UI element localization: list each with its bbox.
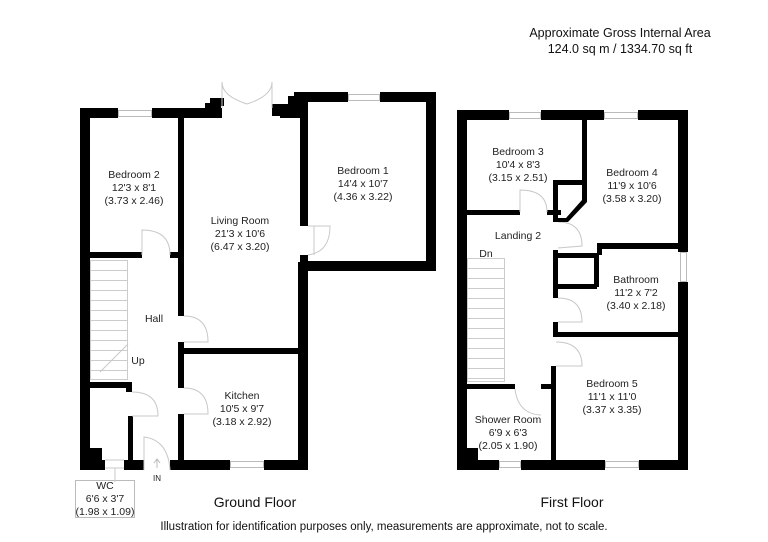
wall bbox=[553, 322, 558, 336]
room-label-bedroom-2: Bedroom 2 12'3 x 8'1 (3.73 x 2.46) bbox=[104, 169, 164, 207]
wall bbox=[210, 98, 224, 106]
room-label-wc: WC 6'6 x 3'7 (1.98 x 1.09) bbox=[75, 480, 135, 518]
wall bbox=[184, 348, 302, 354]
wall bbox=[678, 282, 688, 470]
wall bbox=[465, 210, 520, 215]
wall bbox=[126, 382, 132, 392]
wall bbox=[380, 92, 436, 102]
wall bbox=[87, 448, 102, 462]
room-label-kitchen: Kitchen 10'5 x 9'7 (3.18 x 2.92) bbox=[212, 390, 272, 428]
window bbox=[680, 252, 687, 282]
wall bbox=[426, 92, 436, 270]
room-label-landing-2: Landing 2 bbox=[494, 230, 542, 242]
wall bbox=[170, 252, 184, 258]
wall bbox=[465, 384, 515, 389]
wall bbox=[639, 460, 688, 470]
wall bbox=[205, 103, 221, 113]
wall bbox=[553, 284, 597, 289]
wall bbox=[178, 414, 184, 464]
wall bbox=[541, 384, 555, 389]
wall bbox=[521, 460, 605, 470]
wall bbox=[128, 416, 133, 462]
wall bbox=[553, 250, 558, 298]
wall bbox=[80, 108, 118, 118]
wall bbox=[80, 460, 105, 470]
room-label-hall: Hall bbox=[144, 313, 164, 325]
gross-area-value: 124.0 sq m / 1334.70 sq ft bbox=[547, 42, 693, 56]
room-label-bedroom-1: Bedroom 1 14'4 x 10'7 (4.36 x 3.22) bbox=[333, 165, 393, 203]
wall bbox=[547, 210, 561, 215]
wall bbox=[294, 92, 348, 102]
wall bbox=[541, 110, 604, 120]
gross-area-heading: Approximate Gross Internal Area 124.0 sq… bbox=[480, 25, 760, 57]
staircase-up bbox=[90, 260, 128, 380]
window bbox=[230, 461, 264, 468]
staircase-down bbox=[467, 258, 505, 382]
room-label-bedroom-4: Bedroom 4 11'9 x 10'6 (3.58 x 3.20) bbox=[602, 167, 662, 205]
disclaimer-text: Illustration for identification purposes… bbox=[160, 521, 608, 533]
wall bbox=[553, 180, 585, 185]
wall bbox=[551, 366, 556, 462]
wall bbox=[553, 332, 683, 337]
room-label-living-room: Living Room 21'3 x 10'6 (6.47 x 3.20) bbox=[210, 215, 270, 253]
room-label-shower-room: Shower Room 6'9 x 6'3 (2.05 x 1.90) bbox=[474, 414, 542, 452]
wall bbox=[152, 108, 222, 118]
wall bbox=[170, 460, 230, 470]
wall bbox=[80, 108, 90, 470]
wall bbox=[464, 448, 478, 462]
wall bbox=[300, 261, 436, 271]
wall bbox=[178, 258, 184, 316]
room-label-bathroom: Bathroom 11'2 x 7'2 (3.40 x 2.18) bbox=[606, 274, 666, 312]
gross-area-title: Approximate Gross Internal Area bbox=[529, 26, 711, 40]
wall bbox=[124, 460, 144, 470]
room-label-bedroom-5: Bedroom 5 11'1 x 11'0 (3.37 x 3.35) bbox=[582, 378, 642, 416]
window bbox=[118, 110, 152, 117]
wall bbox=[457, 110, 467, 470]
wall bbox=[178, 118, 184, 258]
wall bbox=[88, 382, 132, 388]
wall bbox=[280, 108, 300, 118]
wall bbox=[178, 342, 184, 388]
wall bbox=[553, 253, 597, 258]
wall bbox=[597, 243, 602, 255]
wall bbox=[88, 252, 142, 258]
wall bbox=[582, 118, 587, 190]
wall bbox=[300, 102, 308, 226]
room-label-bedroom-3: Bedroom 3 10'4 x 8'3 (3.15 x 2.51) bbox=[488, 146, 548, 184]
first-floor-title: First Floor bbox=[540, 494, 604, 510]
window bbox=[509, 112, 541, 119]
wall bbox=[638, 110, 688, 120]
wc-label-box bbox=[75, 480, 135, 518]
entrance-label: IN bbox=[153, 474, 161, 483]
window bbox=[604, 112, 638, 119]
wall bbox=[600, 243, 684, 249]
wall bbox=[298, 262, 308, 470]
stairs-up-label: Up bbox=[131, 355, 145, 367]
window bbox=[348, 94, 380, 101]
window bbox=[499, 461, 521, 468]
wall bbox=[457, 110, 509, 120]
ground-floor-title: Ground Floor bbox=[213, 494, 297, 510]
wall bbox=[678, 110, 688, 252]
window bbox=[605, 461, 639, 468]
stairs-down-label: Dn bbox=[479, 248, 493, 260]
wall bbox=[457, 460, 499, 470]
wall bbox=[264, 460, 308, 470]
wall bbox=[594, 253, 599, 287]
